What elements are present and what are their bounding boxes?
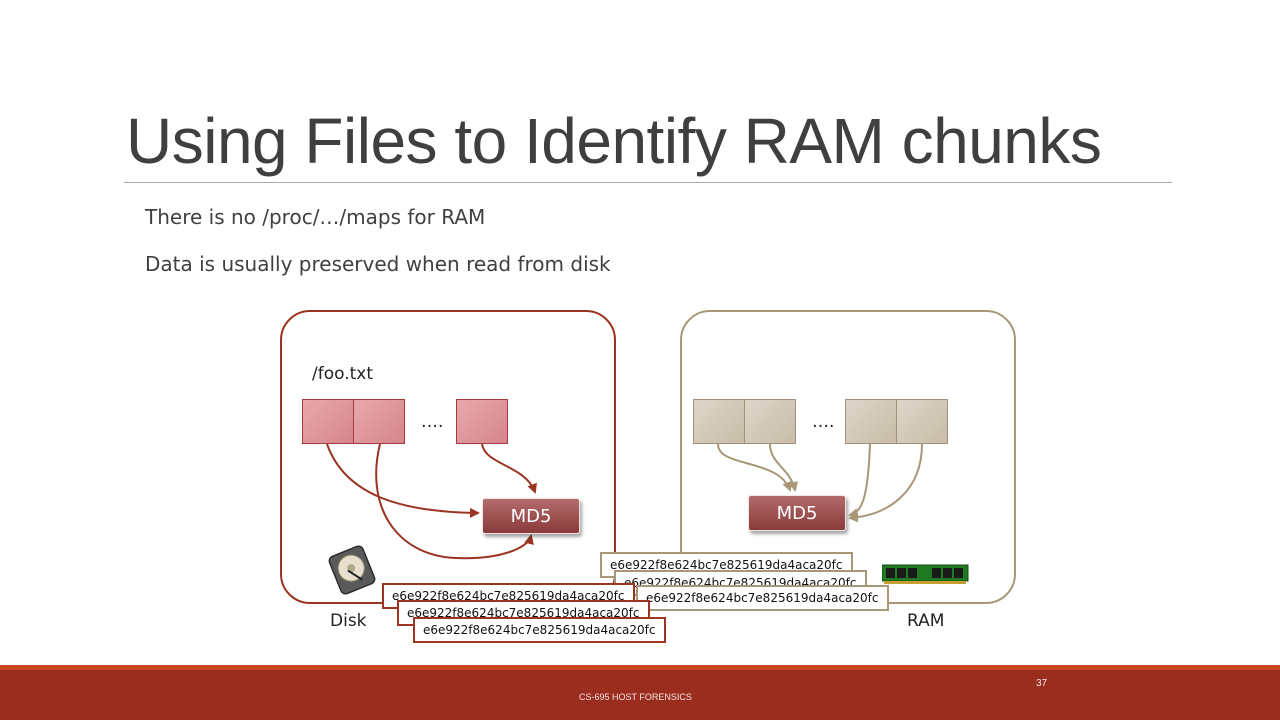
slide-title: Using Files to Identify RAM chunks: [126, 105, 1102, 177]
disk-hash-label: e6e922f8e624bc7e825619da4aca20fc: [413, 617, 666, 643]
disk-hash-label: e6e922f8e624bc7e825619da4aca20fc: [382, 583, 635, 609]
title-divider: [124, 182, 1172, 183]
disk-block: [302, 399, 354, 444]
footer-bar: [0, 670, 1280, 720]
ram-arrow: [848, 443, 871, 518]
page-number: 37: [1036, 678, 1048, 689]
bullet-2: Data is usually preserved when read from…: [145, 252, 611, 276]
ram-md5-box: MD5: [748, 495, 846, 531]
disk-block: [353, 399, 405, 444]
disk-arrow: [481, 443, 537, 494]
ram-hash-label: e6e922f8e624bc7e825619da4aca20fc: [636, 585, 889, 611]
ram-arrow: [848, 443, 923, 523]
disk-arrow: [326, 443, 480, 518]
ram-arrow: [769, 443, 799, 492]
ram-block: [896, 399, 948, 444]
ram-caption: RAM: [907, 611, 945, 631]
disk-block: [456, 399, 508, 444]
disk-caption: Disk: [330, 611, 367, 631]
disk-ellipsis: ….: [421, 412, 444, 432]
disk-md5-box: MD5: [482, 498, 580, 534]
file-name-label: /foo.txt: [312, 364, 374, 384]
ram-block: [693, 399, 745, 444]
hard-disk-icon: [328, 545, 376, 595]
footer-course-label: CS-695 HOST FORENSICS: [579, 692, 692, 702]
ram-block: [744, 399, 796, 444]
footer-accent-bar: [0, 665, 1280, 670]
memory-module-icon: [882, 564, 969, 584]
ram-ellipsis: ….: [812, 412, 835, 432]
disk-arrow: [375, 443, 534, 560]
ram-arrow: [717, 443, 792, 492]
bullet-1: There is no /proc/…/maps for RAM: [145, 205, 486, 229]
